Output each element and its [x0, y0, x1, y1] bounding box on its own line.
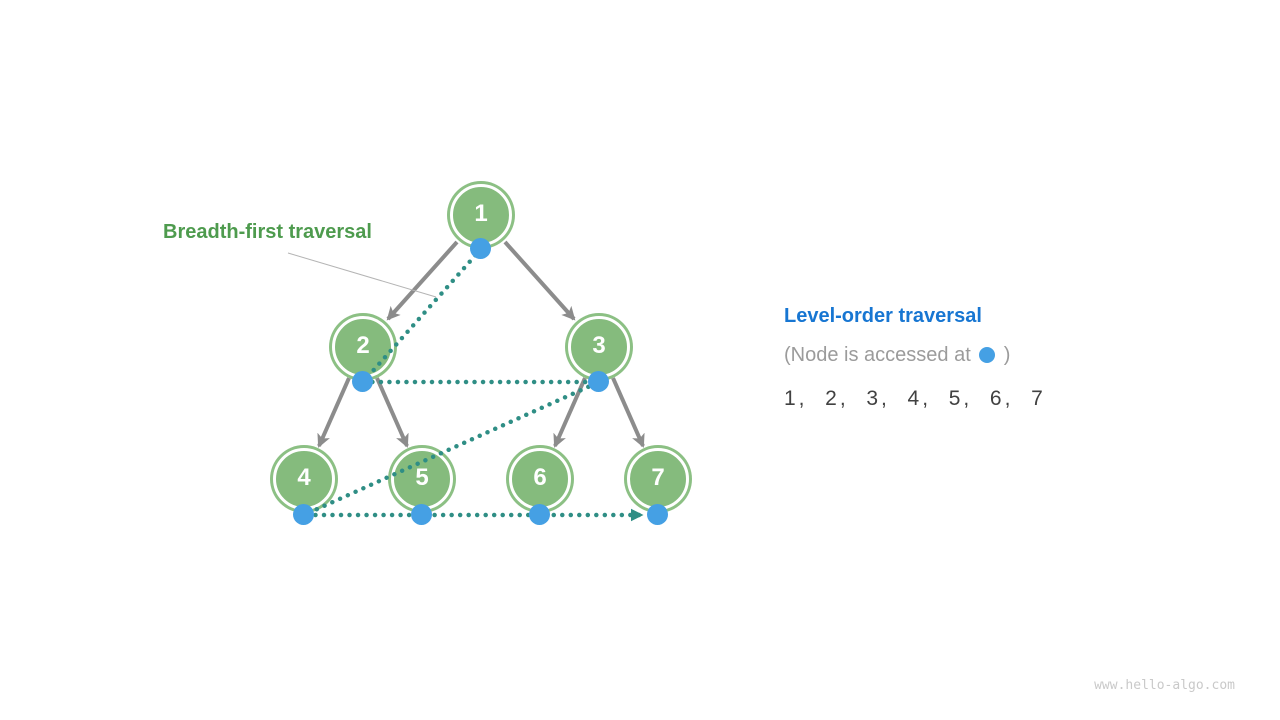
tree-node-6-label: 6 [533, 464, 547, 491]
watermark: www.hello-algo.com [1094, 678, 1235, 693]
legend-note: (Node is accessed at) [784, 344, 1046, 367]
access-dot-node-4 [293, 504, 314, 525]
access-dot-node-5 [411, 504, 432, 525]
tree-node-4-label: 4 [297, 464, 311, 491]
legend-note-prefix: (Node is accessed at [784, 344, 971, 366]
legend-block: Level-order traversal (Node is accessed … [784, 305, 1046, 411]
legend-note-suffix: ) [1003, 344, 1011, 366]
tree-node-5: 5 [391, 448, 453, 510]
tree-edge-3-7 [611, 377, 645, 448]
access-dot-node-7 [647, 504, 668, 525]
tree-node-6: 6 [509, 448, 571, 510]
access-dot-icon [978, 347, 995, 363]
tree-node-2: 2 [332, 316, 394, 378]
legend-title: Level-order traversal [784, 305, 982, 327]
tree-node-7-label: 7 [651, 464, 665, 491]
tree-node-3: 3 [568, 316, 630, 378]
tree-edge-1-3 [503, 240, 576, 321]
tree-node-4: 4 [273, 448, 335, 510]
tree-node-1-label: 1 [474, 200, 488, 227]
access-dot-node-3 [588, 371, 609, 392]
breadth-first-callout-label: Breadth-first traversal [163, 221, 372, 243]
access-dot-node-6 [529, 504, 550, 525]
tree-edge-2-4 [317, 377, 351, 448]
tree-node-7: 7 [627, 448, 689, 510]
tree-edge-1-2 [386, 240, 459, 321]
tree-edge-3-6 [553, 377, 587, 448]
callout-leader-line [287, 252, 437, 298]
tree-node-5-label: 5 [415, 464, 429, 491]
tree-edge-2-5 [375, 377, 409, 448]
access-dot-node-2 [352, 371, 373, 392]
tree-node-3-label: 3 [592, 332, 606, 359]
access-dot-node-1 [470, 238, 491, 259]
tree-node-2-label: 2 [356, 332, 370, 359]
traversal-sequence: 1, 2, 3, 4, 5, 6, 7 [784, 387, 1046, 410]
tree-node-1: 1 [450, 184, 512, 246]
